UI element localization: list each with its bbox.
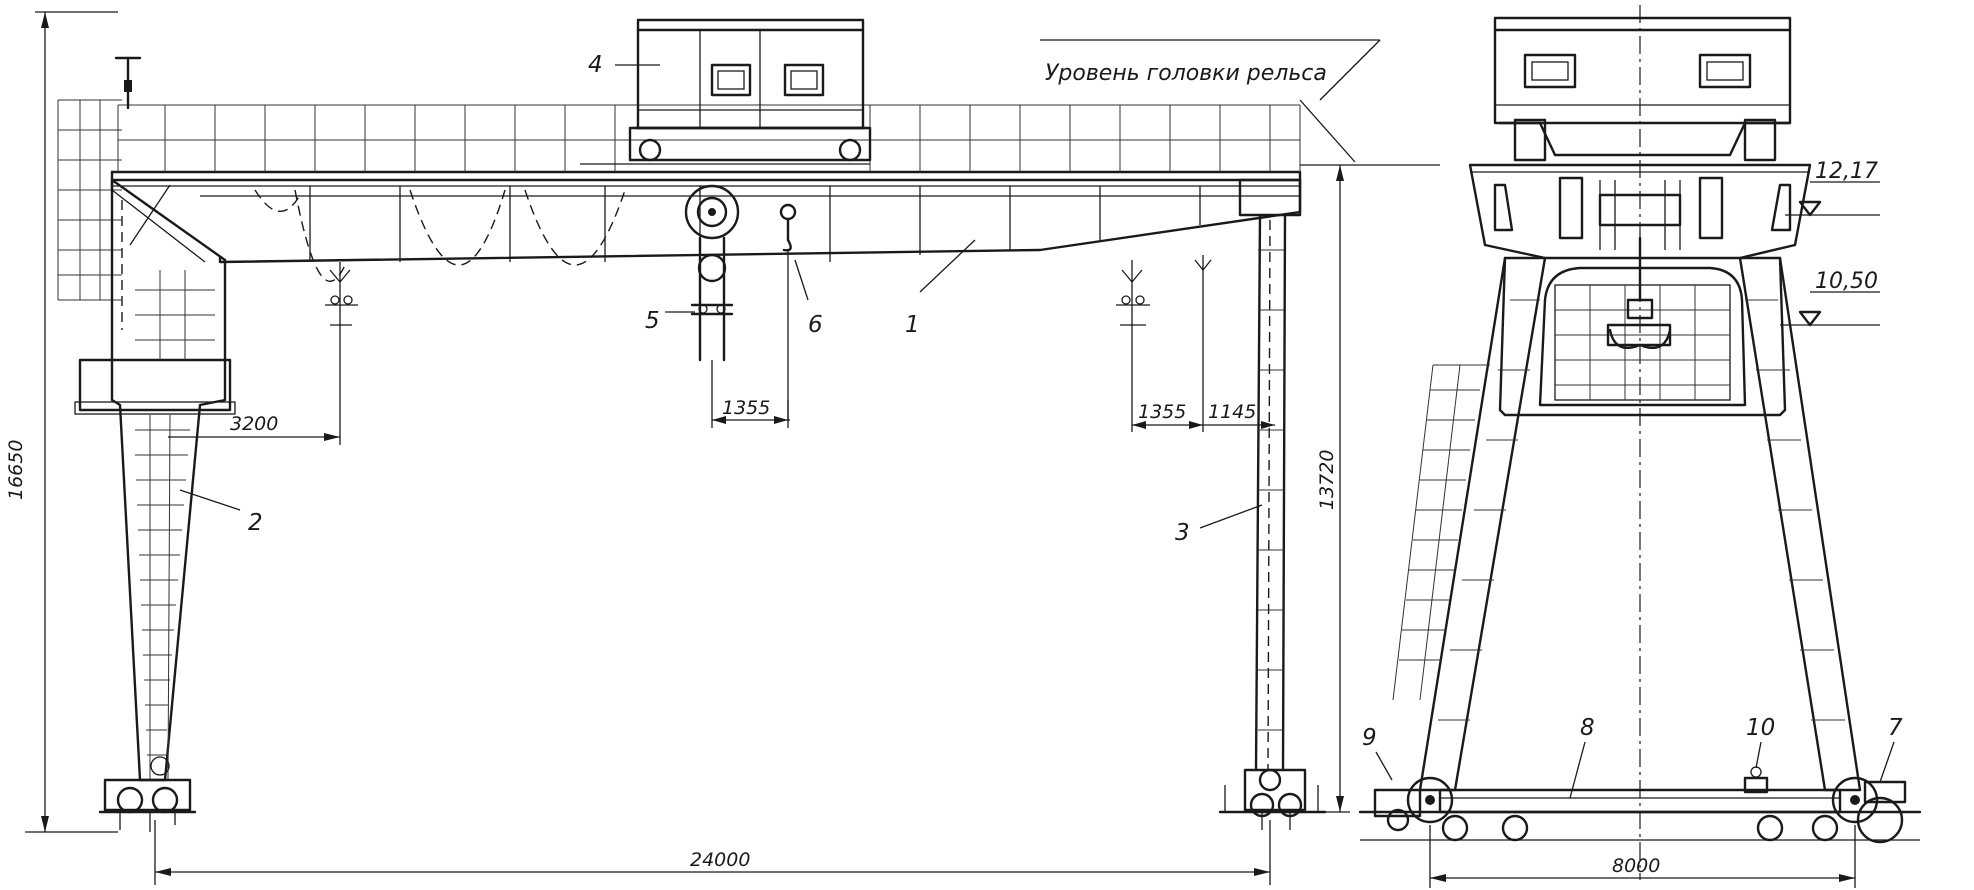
part-label-2: 2 (248, 510, 263, 536)
part-label-9: 9 (1362, 725, 1377, 751)
side-trolley-cab (1493, 16, 1792, 162)
dim-span: 24000 (690, 849, 750, 871)
main-hoist (684, 184, 740, 362)
dim-hook-offset-right: 1355 (1138, 401, 1186, 423)
leader-lines (179, 64, 1895, 799)
main-girder (110, 170, 1302, 283)
front-dimensions (25, 11, 1350, 885)
trolley-frame (580, 126, 872, 165)
dim-base-width: 8000 (1612, 855, 1660, 877)
part-label-4: 4 (588, 52, 603, 78)
base-width-dimension (1429, 825, 1856, 888)
elevation-upper-label: 12,17 (1815, 159, 1878, 184)
rail-level-indicator (1040, 39, 1440, 166)
girder-railing (117, 104, 1301, 172)
base-sill-beam (1358, 766, 1922, 844)
side-portal (1498, 236, 1787, 417)
flexible-leg (1238, 178, 1302, 772)
left-bogie (98, 756, 197, 832)
elevation-marks (1780, 181, 1880, 327)
part-label-5: 5 (645, 308, 660, 334)
trolley-cab (633, 18, 868, 130)
auxiliary-hook (779, 203, 797, 420)
rail-level-label: Уровень головки рельса (1045, 61, 1327, 86)
side-view (1358, 5, 1922, 888)
part-label-10: 10 (1746, 715, 1775, 741)
right-bogie (1218, 768, 1327, 830)
dim-rail-height: 13720 (1316, 450, 1338, 510)
part-label-6: 6 (808, 312, 823, 338)
dim-hook-to-leg: 1145 (1208, 401, 1256, 423)
part-label-1: 1 (905, 312, 920, 338)
rigid-leg (74, 178, 236, 782)
side-ladder (1392, 364, 1490, 701)
part-label-8: 8 (1580, 715, 1595, 741)
side-girder-section (1468, 163, 1812, 260)
elevation-lower-label: 10,50 (1815, 269, 1878, 294)
dim-overall-height: 16650 (5, 440, 27, 500)
lamp-mast (114, 56, 142, 110)
left-ladder (57, 99, 122, 301)
part-label-7: 7 (1888, 715, 1903, 741)
front-view (57, 18, 1440, 832)
part-label-3: 3 (1175, 520, 1190, 546)
right-hook-ghosts (1116, 255, 1212, 420)
dim-hook-offset-left: 3200 (230, 413, 278, 435)
dim-hook-offset-center: 1355 (722, 397, 770, 419)
left-hook-ghost (325, 262, 358, 360)
